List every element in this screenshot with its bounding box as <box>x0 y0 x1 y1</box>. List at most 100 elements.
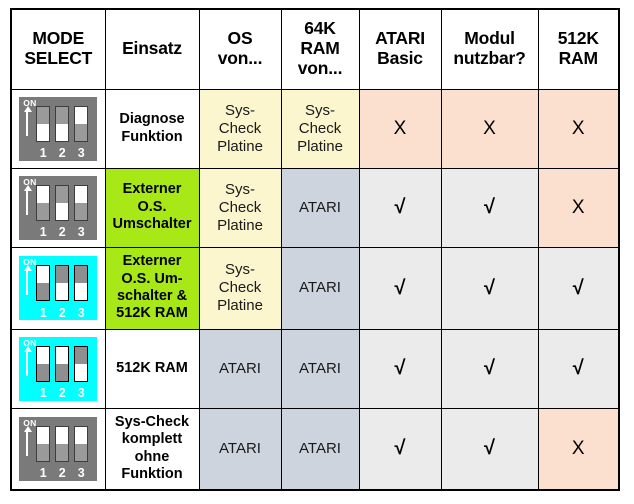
cross-icon: X <box>571 437 585 459</box>
cross-icon: X <box>393 117 407 139</box>
header-line-1: MODE <box>32 28 85 49</box>
cell-text-line: Funktion <box>121 128 183 145</box>
header-line-2: RAM <box>558 48 598 69</box>
cell-text-line: Externer <box>122 181 182 198</box>
column-header-os-von: OS von... <box>198 8 282 90</box>
dip-switch-lever-3[interactable] <box>74 345 89 382</box>
lever-bottom <box>37 283 50 300</box>
cell-text-line: ohne <box>134 448 170 465</box>
dip-switch-lever-2[interactable] <box>55 425 70 462</box>
dip-switch-lever-2[interactable] <box>55 345 70 382</box>
checkmark-icon: √ <box>484 276 495 299</box>
dip-switch-lever-3[interactable] <box>74 184 89 221</box>
cell-text-line: Sys- <box>225 101 255 119</box>
mode-select-table: MODE SELECT Einsatz OS von... 64K RAM vo… <box>10 8 620 491</box>
dip-switch-lever-1[interactable] <box>36 265 51 301</box>
header-line-2: von... <box>217 48 263 69</box>
dip-switch-lever-3[interactable] <box>74 105 89 142</box>
cell-text-line: Externer <box>122 253 182 270</box>
cell-text-line: Umschalter <box>112 216 192 233</box>
ram512-cell: √ <box>537 328 620 409</box>
checkmark-icon: √ <box>484 196 495 218</box>
dip-switch-lever-1[interactable] <box>36 184 51 221</box>
cell-text-line: Sys- <box>225 180 255 198</box>
header-line-1: 512K <box>557 28 599 49</box>
header-line-2: SELECT <box>24 48 93 69</box>
einsatz-cell: 512K RAM <box>104 328 200 409</box>
modul-nutzbar-cell: √ <box>440 328 539 409</box>
lever-top <box>56 426 69 444</box>
os-von-cell: ATARI <box>198 407 282 491</box>
dip-switch-lever-3[interactable] <box>74 265 89 301</box>
dip-switch-number: 1 <box>39 305 47 320</box>
up-arrow-icon <box>24 105 33 136</box>
dip-switch-number: 3 <box>77 225 85 239</box>
header-line-1: Modul <box>464 28 515 49</box>
cell-text-line: ATARI <box>299 439 341 457</box>
checkmark-icon: √ <box>394 357 406 379</box>
cell-text-line: O.S. <box>137 198 167 215</box>
cell-text-line: Sys-Check <box>114 413 190 430</box>
cell-text-line: Platine <box>297 137 343 155</box>
dip-on-label: ON <box>23 176 37 187</box>
dip-switch-lever-1[interactable] <box>36 105 51 142</box>
dip-switch-number: 1 <box>39 146 47 160</box>
lever-top <box>56 185 69 203</box>
cell-text-line: Check <box>298 119 342 137</box>
modul-nutzbar-cell: X <box>440 88 539 169</box>
up-arrow-icon <box>24 345 33 376</box>
column-header-atari-basic: ATARI Basic <box>358 8 442 90</box>
os-von-cell: ATARI <box>198 328 282 409</box>
lever-top <box>37 266 50 283</box>
ram64-von-cell: ATARI <box>280 407 360 491</box>
modul-nutzbar-cell: √ <box>440 246 539 330</box>
dip-switch-lever-2[interactable] <box>55 184 70 221</box>
dip-switch-number: 1 <box>39 386 47 400</box>
dip-switch-lever-2[interactable] <box>55 265 70 301</box>
cell-text-line: Check <box>218 279 262 296</box>
dip-switch-lever-1[interactable] <box>36 345 51 382</box>
cell-text-line: Sys- <box>225 261 255 278</box>
atari-basic-cell: √ <box>358 407 442 491</box>
lever-top <box>37 426 50 444</box>
column-header-512k-ram: 512K RAM <box>537 8 620 90</box>
dip-switch-levers <box>36 105 89 142</box>
atari-basic-cell: √ <box>358 246 442 330</box>
lever-bottom <box>75 202 88 220</box>
cell-text-line: Platine <box>217 297 263 314</box>
cell-text-line: komplett <box>121 431 183 448</box>
lever-bottom <box>75 283 88 300</box>
cell-text-line: schalter & <box>116 288 188 304</box>
dip-on-label: ON <box>23 417 37 428</box>
header-row: MODE SELECT Einsatz OS von... 64K RAM vo… <box>10 8 620 90</box>
mode-select-table-container: MODE SELECT Einsatz OS von... 64K RAM vo… <box>10 8 620 491</box>
lever-bottom <box>56 123 69 141</box>
header-line-1: OS <box>227 28 253 49</box>
dip-switch-lever-2[interactable] <box>55 105 70 142</box>
cross-icon: X <box>571 117 585 139</box>
dip-switch-lever-3[interactable] <box>74 425 89 462</box>
dip-switch-lever-1[interactable] <box>36 425 51 462</box>
header-line-1: ATARI <box>375 28 425 49</box>
up-arrow-icon <box>24 425 33 456</box>
dip-switch-number: 3 <box>77 305 85 320</box>
